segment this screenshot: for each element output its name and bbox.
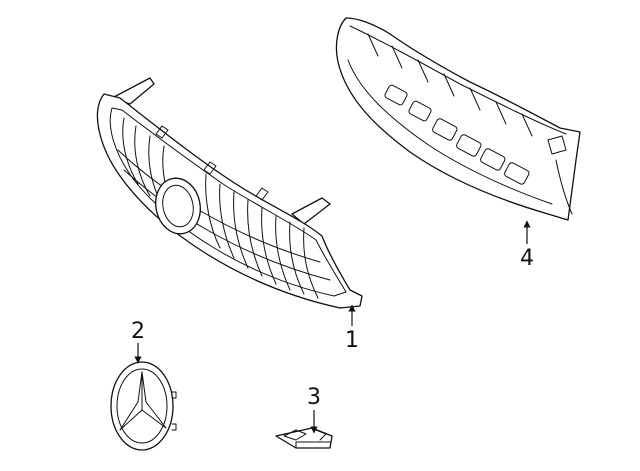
grille-part[interactable] bbox=[96, 77, 363, 309]
absorber-part[interactable] bbox=[335, 17, 581, 221]
emblem-part[interactable] bbox=[110, 361, 177, 451]
callout-2: 2 bbox=[131, 319, 145, 344]
grille-clips bbox=[155, 125, 269, 201]
callout-4: 4 bbox=[520, 246, 534, 271]
absorber-ribs bbox=[367, 33, 533, 137]
callout-3: 3 bbox=[307, 385, 321, 410]
callout-1: 1 bbox=[345, 328, 359, 353]
grille-slats bbox=[122, 117, 319, 299]
clip-part[interactable] bbox=[275, 427, 333, 449]
absorber-cutouts bbox=[384, 84, 530, 185]
